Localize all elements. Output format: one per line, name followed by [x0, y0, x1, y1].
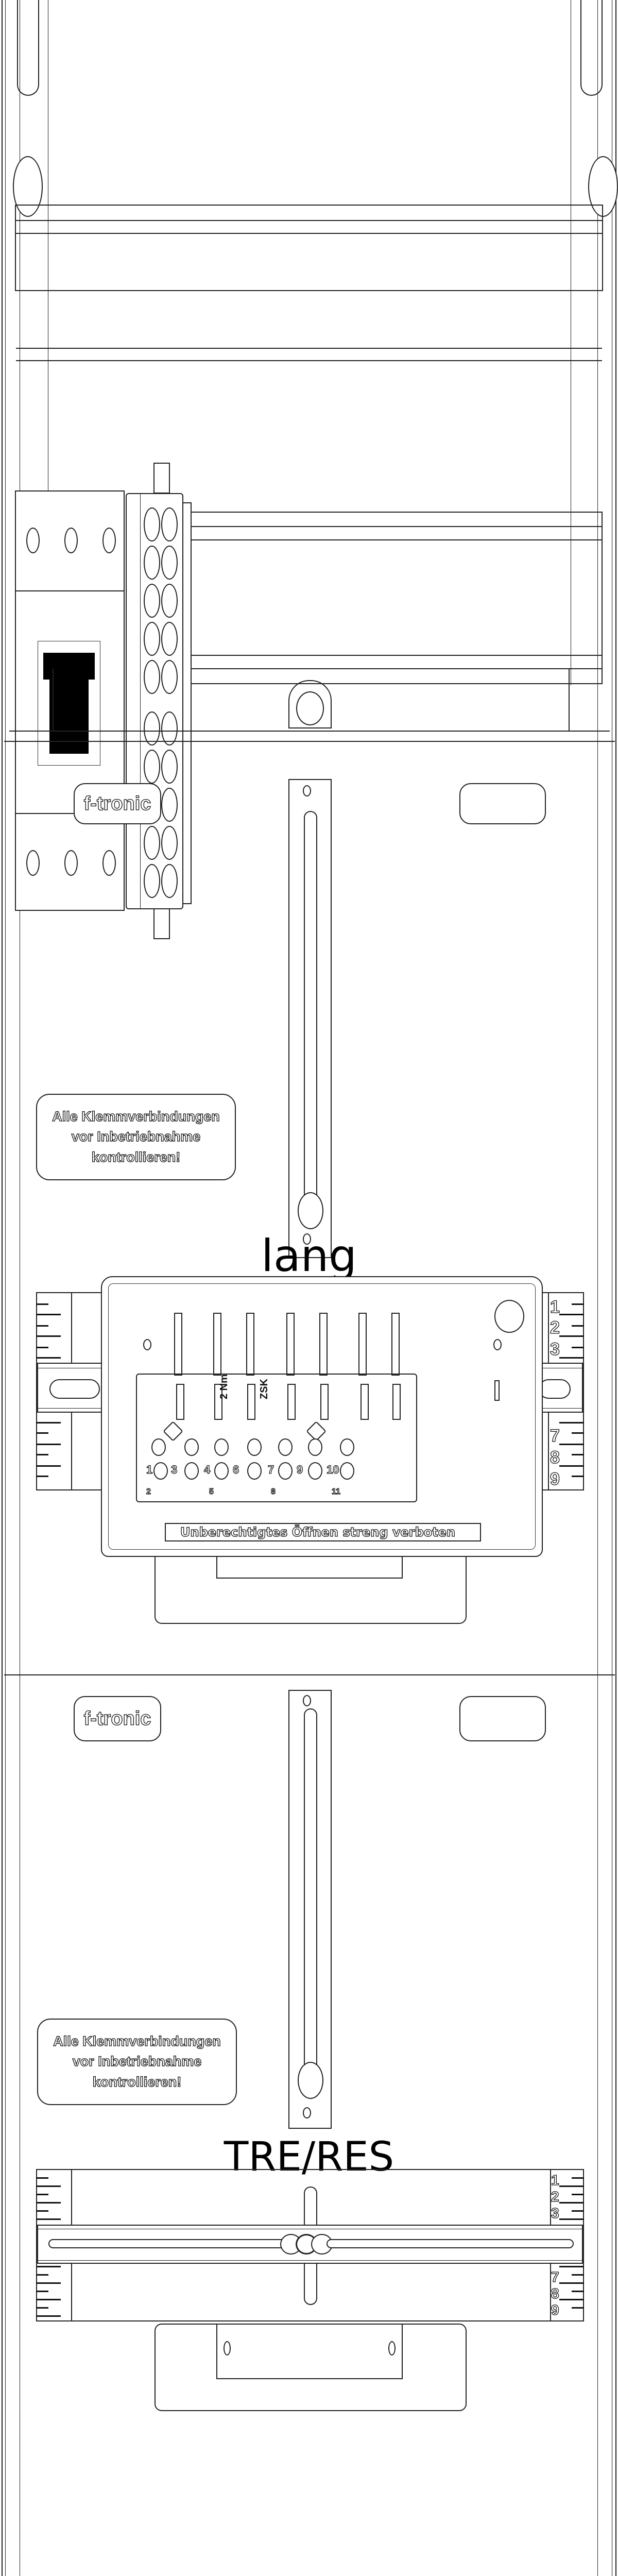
- left-rail-outer: [2, 0, 3, 2576]
- breaker-top-terminal-2: [64, 528, 78, 553]
- top-section-divider: [9, 731, 610, 732]
- meter-title-tre-res: TRE/RES: [224, 2134, 394, 2180]
- tre-res-right-ruler: 1 2 3 5 7 8 9: [549, 2169, 584, 2321]
- mid-din-rail: [191, 512, 603, 684]
- meter-seal-hole: [494, 1300, 524, 1333]
- terminal-block-side: [182, 502, 192, 904]
- warning-line-2: vor Inbetriebnahme: [71, 1129, 201, 1145]
- main-breaker: [15, 490, 125, 911]
- warning-label-1: Alle Klemmverbindungen vor Inbetriebnahm…: [36, 1094, 236, 1180]
- breaker-top-terminal-3: [102, 528, 116, 553]
- top-center-clip-hole: [296, 691, 324, 725]
- meter-base-tray-2: [154, 2324, 467, 2411]
- torque-label: 2 Nm: [218, 1374, 230, 1399]
- brand-label-2: f-tronic: [74, 1696, 161, 1741]
- meter-title-lang: lang: [261, 1230, 357, 1282]
- top-left-mount-hole: [13, 156, 43, 217]
- vertical-mount-strip-1: [288, 779, 332, 1258]
- vertical-mount-strip-2: [288, 1690, 332, 2129]
- top-section-divider-2: [4, 741, 615, 742]
- right-upright: [597, 0, 598, 2576]
- breaker-bottom-terminal-3: [102, 850, 116, 876]
- section-divider-1: [4, 1674, 615, 1675]
- caution-text: Unberechtigtes Öffnen streng verboten: [180, 1524, 456, 1539]
- meter-terminal-plate: 2 Nm ZSK 1 3 4 6 7 9 10 2 5 8 11: [136, 1313, 417, 1502]
- type-label: ZSK: [259, 1379, 270, 1399]
- top-right-mount-hole: [588, 156, 618, 217]
- warning-label-2: Alle Klemmverbindungen vor Inbetriebnahm…: [37, 2019, 237, 2105]
- right-rail-outer: [615, 0, 616, 2576]
- warning-line-3: kontrollieren!: [91, 1149, 181, 1165]
- blank-label-2: [459, 1696, 546, 1741]
- brand-label-1: f-tronic: [74, 783, 161, 824]
- top-din-rail: [15, 205, 603, 361]
- top-right-keyhole-slot: [580, 0, 603, 96]
- terminal-block-bottom-cap: [153, 908, 170, 939]
- plate-screw-left-icon: [163, 1421, 183, 1442]
- warning-line-1: Alle Klemmverbindungen: [52, 1109, 220, 1125]
- top-center-clip: [288, 680, 332, 728]
- breaker-bottom-terminal-2: [64, 850, 78, 876]
- blank-label-1: [459, 783, 546, 824]
- top-left-keyhole-slot: [17, 0, 39, 96]
- tre-res-left-ticks: [36, 2169, 67, 2321]
- breaker-handle-icon: [43, 653, 95, 680]
- breaker-top-terminal-1: [26, 528, 40, 553]
- brand-label-text: f-tronic: [83, 792, 151, 815]
- meter-base-tray-1: [154, 1557, 467, 1624]
- tre-res-din-rail: [37, 2225, 583, 2264]
- breaker-bottom-terminal-1: [26, 850, 40, 876]
- caution-strip: Unberechtigtes Öffnen streng verboten: [165, 1523, 481, 1541]
- left-rail-inner: [5, 0, 6, 2576]
- left-ruler-ticks-1: [36, 1292, 67, 1490]
- terminal-block-top-cap: [153, 463, 170, 494]
